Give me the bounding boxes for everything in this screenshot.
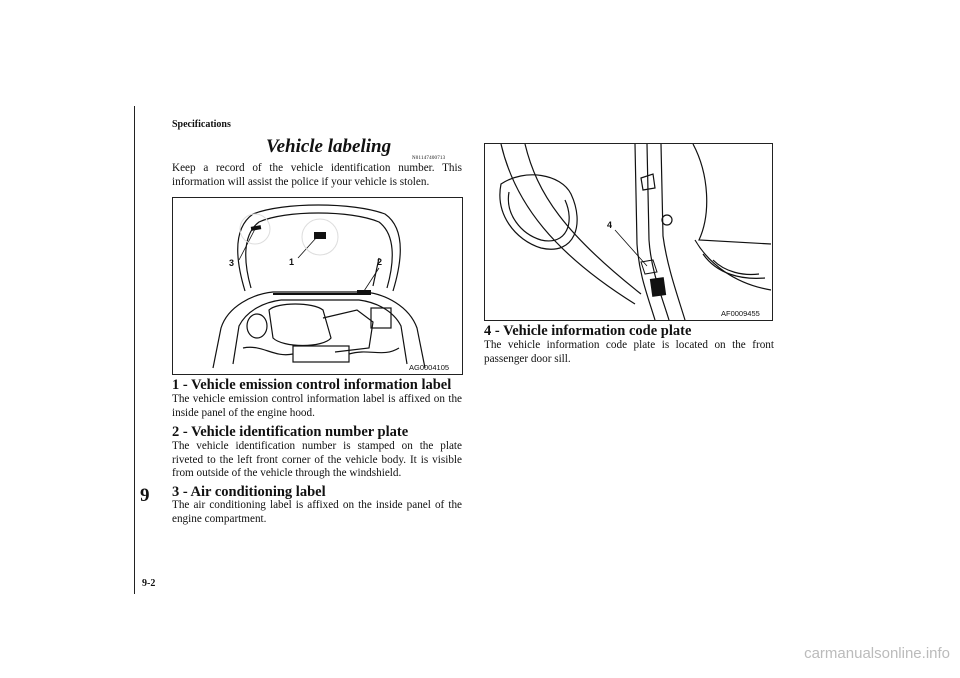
callout-1: 1	[289, 257, 295, 267]
item-heading-3: 3 - Air conditioning label	[172, 484, 326, 500]
item-heading-2: 2 - Vehicle identification number plate	[172, 424, 409, 440]
callout-4: 4	[607, 220, 613, 230]
callout-3: 3	[229, 258, 235, 268]
page-number: 9-2	[142, 578, 156, 589]
item-text-1: The vehicle emission control information…	[172, 393, 462, 419]
chapter-number: 9	[140, 485, 150, 506]
engine-compartment-figure: 1 2 3 AG0004105	[172, 197, 463, 375]
item-text-2: The vehicle identification number is sta…	[172, 440, 462, 479]
figure-code: AG0004105	[409, 363, 450, 372]
figure-code: AF0009455	[721, 309, 760, 318]
intro-paragraph: Keep a record of the vehicle identificat…	[172, 162, 462, 188]
section-header: Specifications	[172, 119, 231, 130]
item-heading-1: 1 - Vehicle emission control information…	[172, 377, 452, 393]
callout-2: 2	[377, 257, 383, 267]
item-text-4: The vehicle information code plate is lo…	[484, 339, 774, 365]
page-title: Vehicle labeling	[266, 136, 392, 157]
item-heading-4: 4 - Vehicle information code plate	[484, 323, 692, 339]
item-text-3: The air conditioning label is affixed on…	[172, 499, 462, 525]
watermark: carmanualsonline.info	[804, 645, 950, 662]
chapter-tab-line	[134, 106, 159, 594]
door-sill-illustration	[499, 144, 772, 320]
door-sill-figure: 4 AF0009455	[484, 143, 773, 321]
title-reference-code: N01147400713	[412, 156, 446, 161]
engine-compartment-illustration	[212, 204, 426, 369]
